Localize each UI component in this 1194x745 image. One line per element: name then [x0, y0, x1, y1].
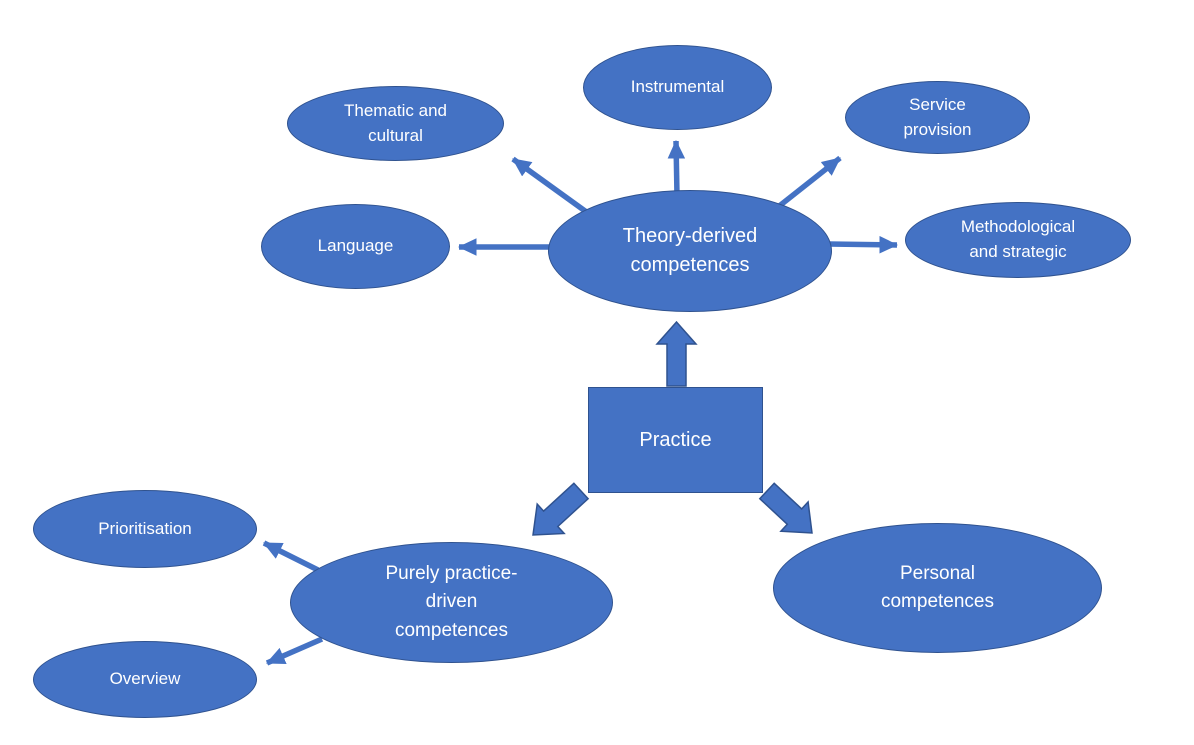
node-label: Prioritisation [98, 518, 192, 538]
block-arrow-practice-to-personal [758, 482, 813, 534]
node-purely-practice-driven-competences: Purely practice- driven competences [290, 542, 613, 663]
node-label: Overview [109, 669, 181, 689]
arrow-theory-to-methodological [827, 235, 899, 254]
node-personal-competences: Personal competences [773, 523, 1102, 653]
node-label: Practice [639, 428, 712, 451]
block-arrow-practice-to-purely [532, 482, 590, 536]
node-thematic-and-cultural: Thematic and cultural [287, 86, 504, 161]
node-prioritisation: Prioritisation [33, 490, 257, 568]
node-theory-derived-competences: Theory-derived competences [548, 190, 832, 312]
arrow-theory-to-service-provision [776, 155, 842, 210]
node-label: Methodological and strategic [960, 217, 1076, 261]
arrow-theory-to-thematic [511, 156, 594, 219]
node-label: Purely practice- driven competences [385, 562, 518, 641]
node-label: Service provision [903, 94, 972, 139]
node-service-provision: Service provision [845, 81, 1030, 154]
arrow-theory-to-instrumental [667, 139, 686, 197]
node-practice: Practice [588, 387, 763, 493]
node-language: Language [261, 204, 450, 289]
node-label: Thematic and cultural [344, 100, 447, 145]
block-arrow-practice-to-theory [655, 320, 698, 387]
node-label: Theory-derived competences [622, 225, 758, 276]
node-label: Personal competences [880, 562, 994, 613]
node-methodological-and-strategic: Methodological and strategic [905, 202, 1131, 278]
arrow-purely-to-prioritisation [262, 540, 320, 573]
node-label: Language [317, 236, 394, 256]
node-instrumental: Instrumental [583, 45, 772, 130]
arrow-purely-to-overview [265, 636, 324, 666]
node-overview: Overview [33, 641, 257, 718]
node-label: Instrumental [630, 77, 725, 97]
